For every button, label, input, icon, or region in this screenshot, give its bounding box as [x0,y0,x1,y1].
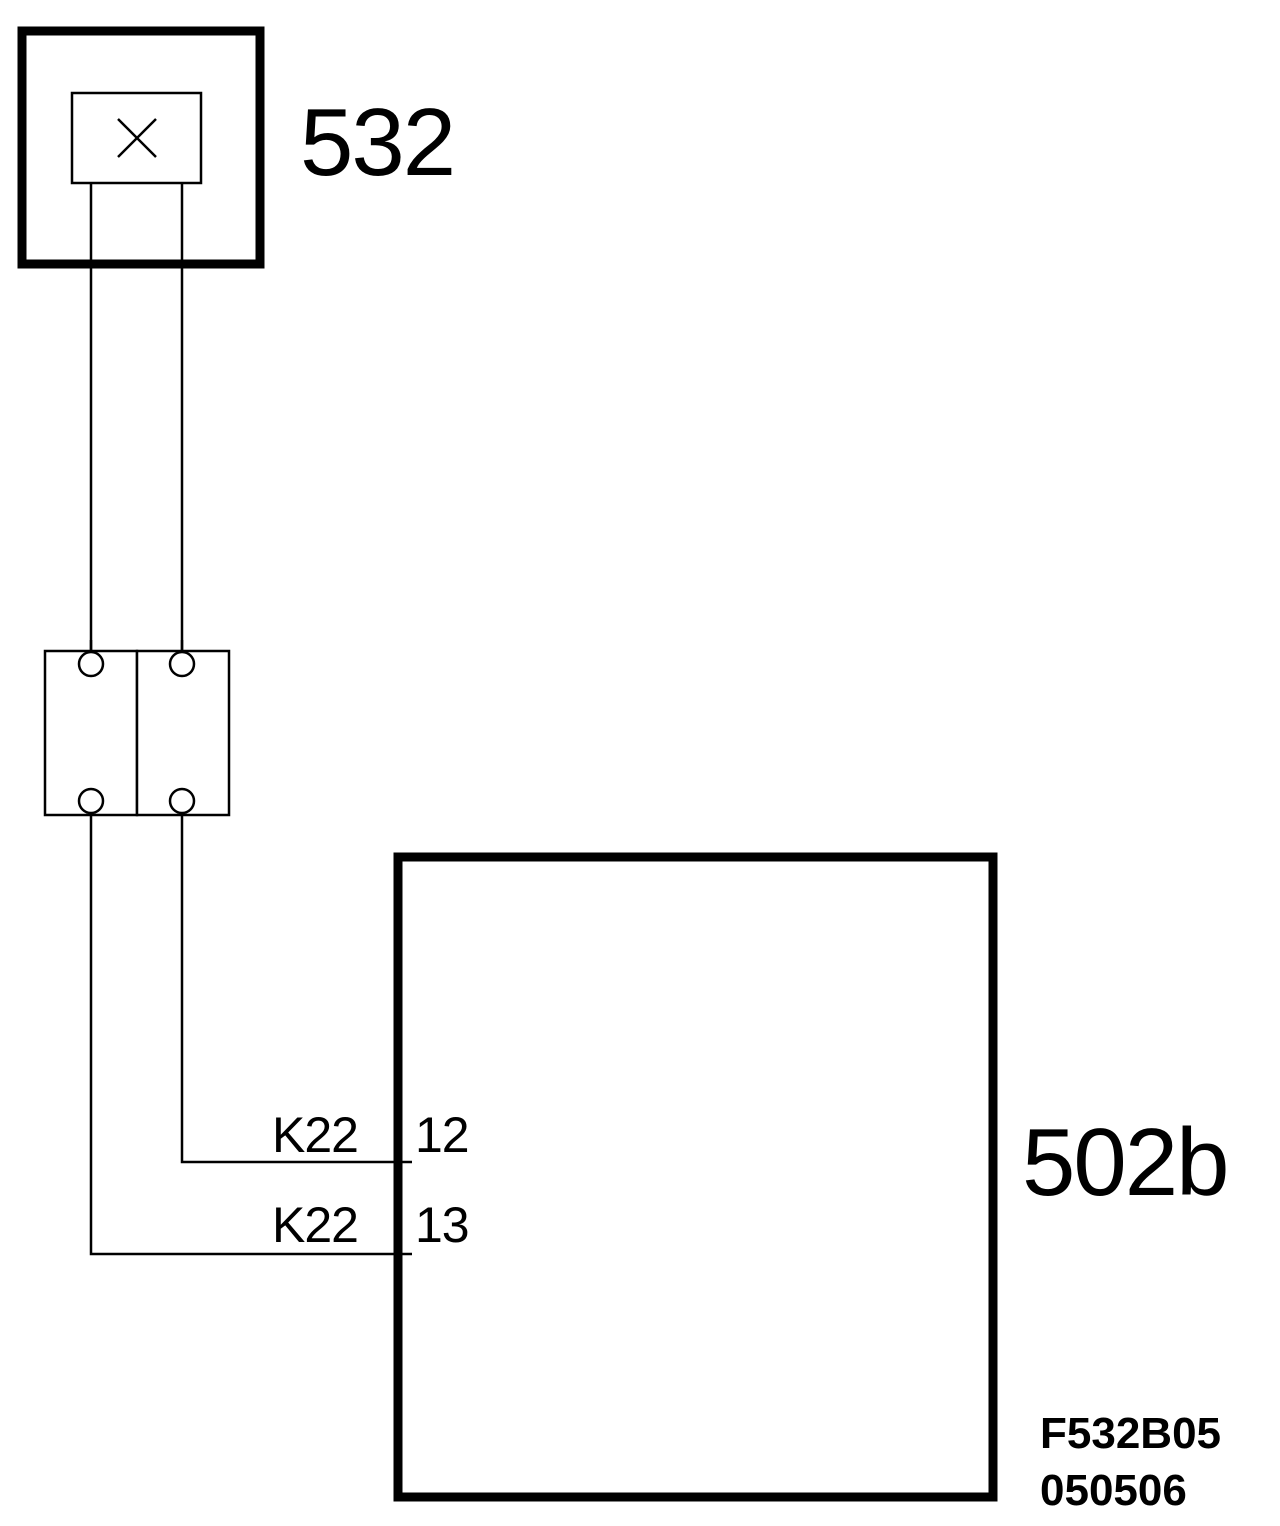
pin-number-label: 13 [415,1197,469,1253]
drawing-code-line2: 050506 [1040,1466,1187,1515]
circle-terminal-icon [77,787,105,815]
wire-to-pin-13 [89,813,412,1256]
drawing-code-line1: F532B05 [1040,1409,1221,1458]
circle-terminal-icon [168,650,196,678]
x-mark-icon [117,118,157,158]
control-unit-502b [393,852,998,1502]
control-unit-label: 502b [1022,1109,1228,1216]
pin-connector-label: K22 [272,1107,358,1163]
sensor-532-housing [17,26,265,269]
pin-connector-label: K22 [272,1197,358,1253]
wire-to-pin-12 [180,813,412,1164]
circle-terminal-icon [77,650,105,678]
sensor-label: 532 [300,89,454,196]
circle-terminal-icon [168,787,196,815]
sensor-element-box [70,91,203,185]
pin-number-label: 12 [415,1107,469,1163]
connector-cell-right [135,649,231,817]
